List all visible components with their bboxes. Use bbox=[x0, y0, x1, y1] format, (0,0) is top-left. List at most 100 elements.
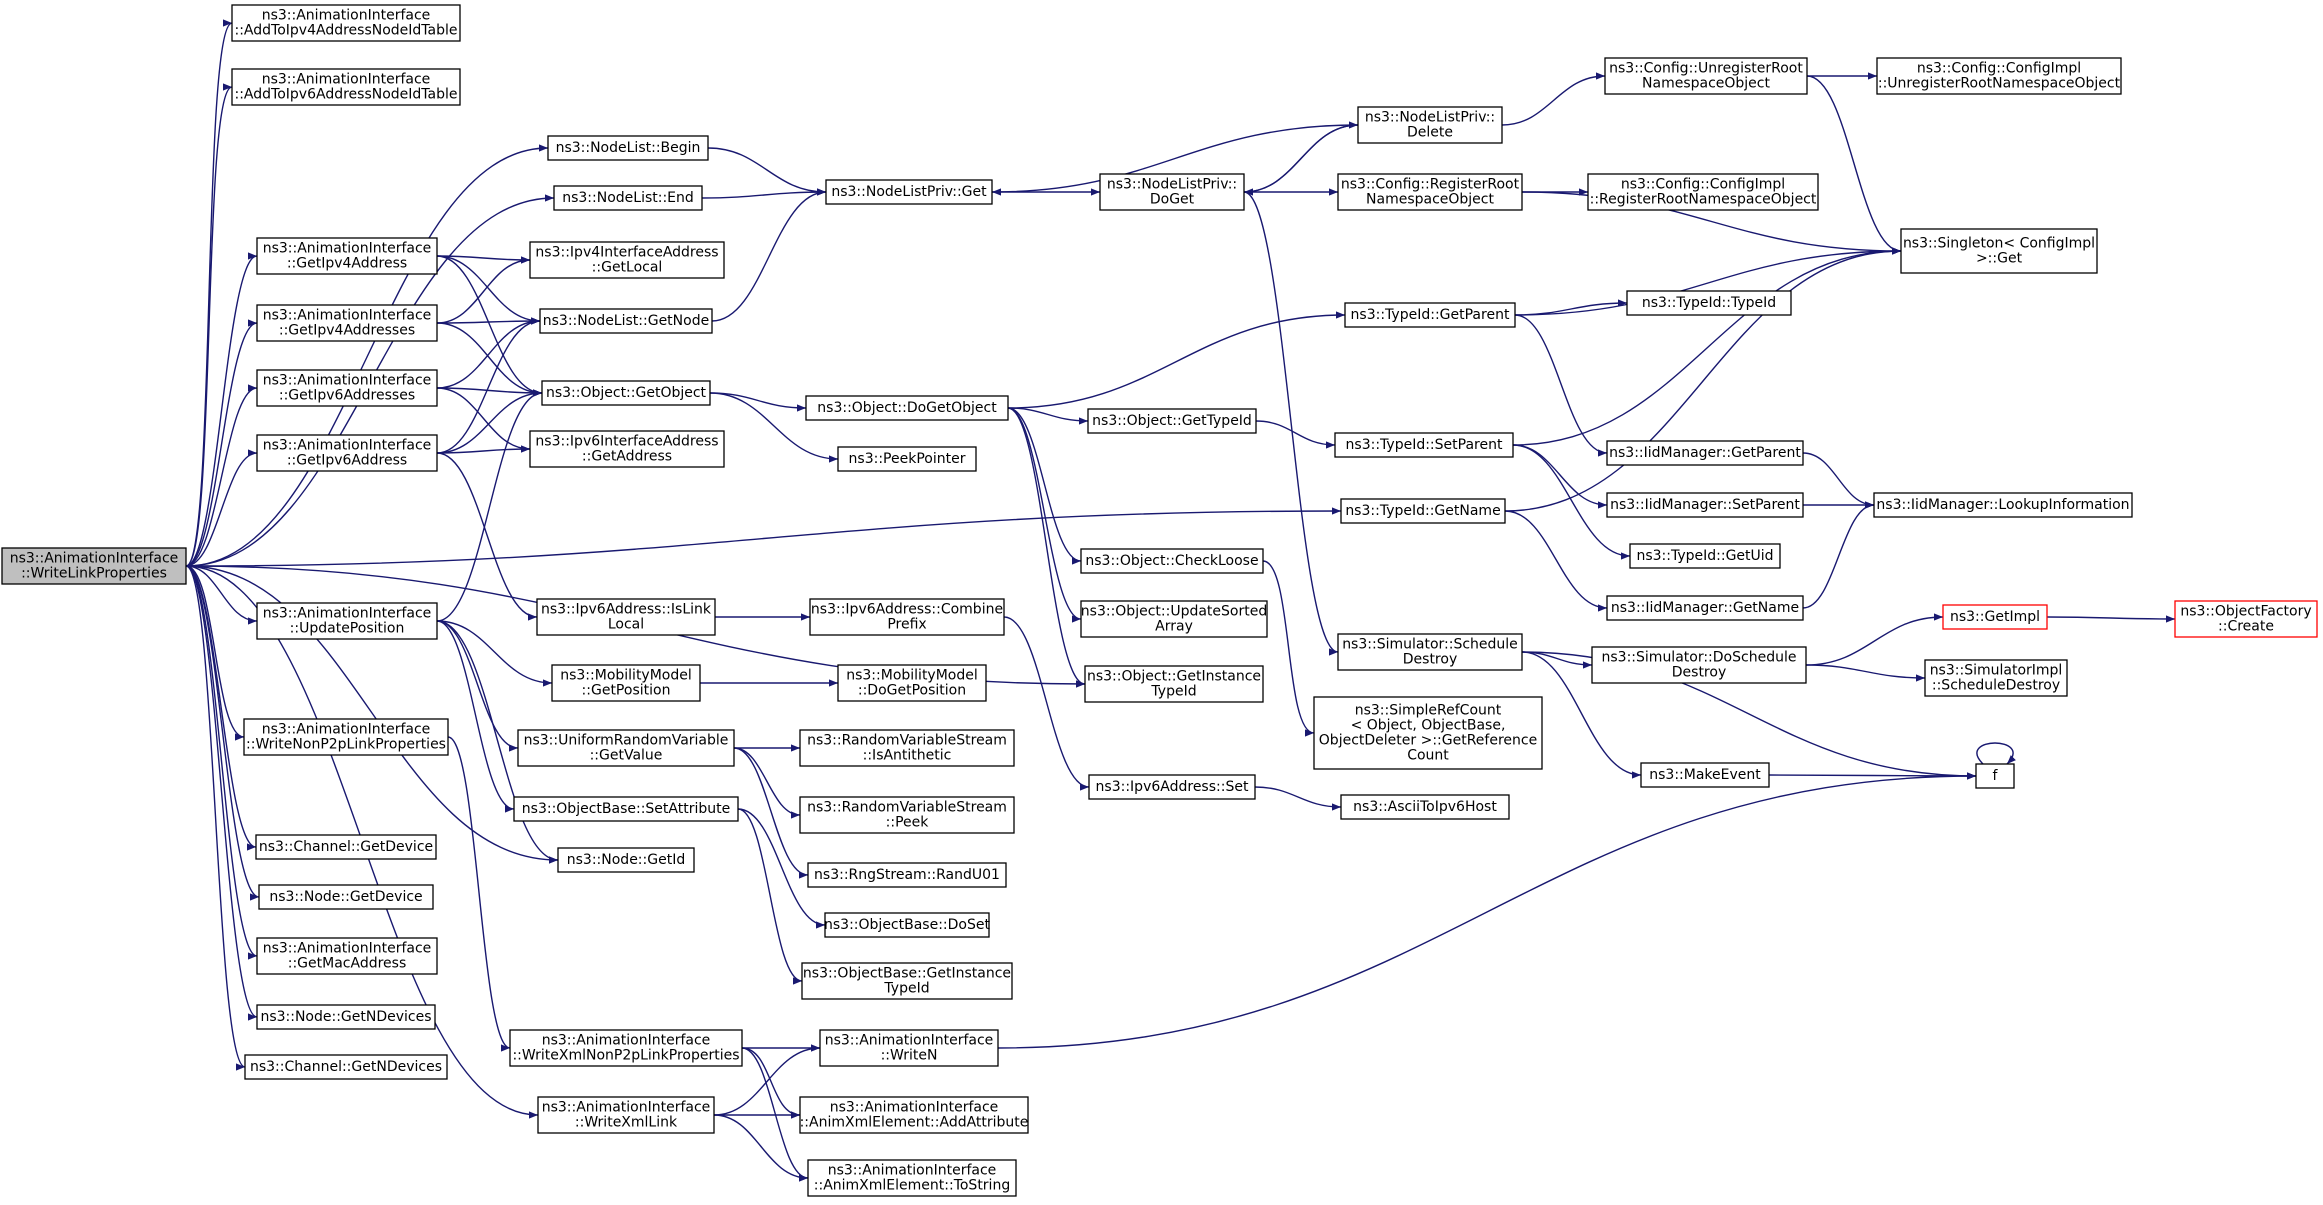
node-label: ::GetIpv6Addresses bbox=[279, 388, 415, 404]
node-sim-impl-sched[interactable]: ns3::SimulatorImpl::ScheduleDestroy bbox=[1924, 659, 2068, 697]
node-obj-get-type-id[interactable]: ns3::Object::GetTypeId bbox=[1087, 408, 1257, 434]
node-ch-get-device[interactable]: ns3::Channel::GetDevice bbox=[255, 834, 437, 860]
node-peek-pointer[interactable]: ns3::PeekPointer bbox=[837, 446, 977, 472]
node-iid-get-parent[interactable]: ns3::IidManager::GetParent bbox=[1606, 440, 1804, 466]
node-urv-get-value[interactable]: ns3::UniformRandomVariable::GetValue bbox=[517, 729, 735, 767]
node-add-v4-table[interactable]: ns3::AnimationInterface::AddToIpv4Addres… bbox=[231, 4, 461, 42]
node-box bbox=[801, 962, 1013, 1000]
node-add-v6-table[interactable]: ns3::AnimationInterface::AddToIpv6Addres… bbox=[231, 68, 461, 106]
node-nlp-delete[interactable]: ns3::NodeListPriv::Delete bbox=[1357, 106, 1503, 144]
node-iid-get-name[interactable]: ns3::IidManager::GetName bbox=[1606, 595, 1804, 621]
node-box bbox=[1088, 774, 1256, 800]
node-write-xml-link[interactable]: ns3::AnimationInterface::WriteXmlLink bbox=[537, 1096, 715, 1134]
node-iid-set-parent[interactable]: ns3::IidManager::SetParent bbox=[1606, 492, 1804, 518]
node-singleton-get[interactable]: ns3::Singleton< ConfigImpl>::Get bbox=[1900, 228, 2098, 274]
node-box bbox=[1313, 696, 1543, 770]
node-label: ns3::Channel::GetDevice bbox=[259, 839, 433, 855]
node-obj-factory-create[interactable]: ns3::ObjectFactory::Create bbox=[2174, 600, 2318, 638]
node-ch-get-ndev[interactable]: ns3::Channel::GetNDevices bbox=[244, 1054, 448, 1080]
node-f[interactable]: f bbox=[1975, 763, 2015, 789]
node-label: ::GetIpv6Address bbox=[287, 453, 407, 469]
node-tid-get-parent[interactable]: ns3::TypeId::GetParent bbox=[1344, 302, 1516, 328]
node-label: Count bbox=[1407, 748, 1449, 764]
node-src-get-ref-count[interactable]: ns3::SimpleRefCount< Object, ObjectBase,… bbox=[1313, 696, 1543, 770]
node-ai-to-string[interactable]: ns3::AnimationInterface::AnimXmlElement:… bbox=[807, 1159, 1017, 1197]
node-get-mac[interactable]: ns3::AnimationInterface::GetMacAddress bbox=[256, 937, 438, 975]
node-label: ::GetValue bbox=[590, 748, 663, 764]
node-label: ns3::Object::DoGetObject bbox=[817, 400, 997, 416]
node-get-ipv4s[interactable]: ns3::AnimationInterface::GetIpv4Addresse… bbox=[256, 304, 438, 342]
node-ipv6-if-get-addr[interactable]: ns3::Ipv6InterfaceAddress::GetAddress bbox=[529, 430, 725, 468]
node-box bbox=[243, 718, 449, 756]
node-cfg-impl-unreg[interactable]: ns3::Config::ConfigImpl::UnregisterRootN… bbox=[1876, 57, 2122, 95]
node-label: >::Get bbox=[1976, 251, 2023, 267]
node-nl-begin[interactable]: ns3::NodeList::Begin bbox=[547, 135, 709, 161]
edge-get-ipv6-to-obj-get-object bbox=[436, 389, 543, 454]
node-nl-end[interactable]: ns3::NodeList::End bbox=[553, 185, 703, 211]
node-box bbox=[529, 241, 725, 279]
node-box bbox=[837, 664, 987, 702]
node-tid-get-uid[interactable]: ns3::TypeId::GetUid bbox=[1629, 543, 1781, 569]
node-tid-get-name[interactable]: ns3::TypeId::GetName bbox=[1340, 498, 1506, 524]
edge-get-ipv4-to-ipv4-if-get-local bbox=[436, 255, 531, 264]
node-node-get-device[interactable]: ns3::Node::GetDevice bbox=[258, 884, 434, 910]
node-cfg-reg-root[interactable]: ns3::Config::RegisterRootNamespaceObject bbox=[1337, 173, 1523, 211]
node-cfg-impl-reg[interactable]: ns3::Config::ConfigImpl::RegisterRootNam… bbox=[1587, 173, 1819, 211]
node-sim-sched-destroy[interactable]: ns3::Simulator::ScheduleDestroy bbox=[1337, 633, 1523, 671]
node-label: ::AnimXmlElement::ToString bbox=[814, 1178, 1010, 1194]
node-ascii-to-ipv6[interactable]: ns3::AsciiToIpv6Host bbox=[1340, 794, 1510, 820]
node-mm-get-pos[interactable]: ns3::MobilityModel::GetPosition bbox=[551, 664, 701, 702]
node-ipv6-set[interactable]: ns3::Ipv6Address::Set bbox=[1088, 774, 1256, 800]
edge-nl-get-node-to-nlp-get bbox=[711, 188, 827, 322]
node-tid-set-parent[interactable]: ns3::TypeId::SetParent bbox=[1334, 432, 1514, 458]
node-label: ::ScheduleDestroy bbox=[1932, 678, 2060, 694]
node-ipv4-if-get-local[interactable]: ns3::Ipv4InterfaceAddress::GetLocal bbox=[529, 241, 725, 279]
node-root[interactable]: ns3::AnimationInterface::WriteLinkProper… bbox=[1, 547, 187, 585]
node-nl-get-node[interactable]: ns3::NodeList::GetNode bbox=[539, 308, 713, 334]
edge-nlp-delete-to-cfg-unreg-root bbox=[1501, 72, 1606, 126]
edge-obj-get-object-to-obj-do-get-object bbox=[709, 392, 807, 412]
node-update-pos[interactable]: ns3::AnimationInterface::UpdatePosition bbox=[256, 602, 438, 640]
node-rng-rand-u01[interactable]: ns3::RngStream::RandU01 bbox=[807, 862, 1007, 888]
node-nlp-get[interactable]: ns3::NodeListPriv::Get bbox=[825, 179, 993, 205]
node-mm-do-get-pos[interactable]: ns3::MobilityModel::DoGetPosition bbox=[837, 664, 987, 702]
node-nlp-do-get[interactable]: ns3::NodeListPriv::DoGet bbox=[1099, 173, 1245, 211]
node-rvs-is-antithetic[interactable]: ns3::RandomVariableStream::IsAntithetic bbox=[799, 729, 1015, 767]
node-label: ns3::Object::UpdateSorted bbox=[1081, 604, 1267, 620]
node-node-get-id[interactable]: ns3::Node::GetId bbox=[557, 847, 695, 873]
node-cfg-unreg-root[interactable]: ns3::Config::UnregisterRootNamespaceObje… bbox=[1604, 57, 1808, 95]
node-rvs-peek[interactable]: ns3::RandomVariableStream::Peek bbox=[799, 796, 1015, 834]
node-obj-do-get-object[interactable]: ns3::Object::DoGetObject bbox=[805, 395, 1009, 421]
node-label: Destroy bbox=[1403, 652, 1457, 668]
node-iid-lookup[interactable]: ns3::IidManager::LookupInformation bbox=[1873, 492, 2133, 518]
node-get-ipv6[interactable]: ns3::AnimationInterface::GetIpv6Address bbox=[256, 434, 438, 472]
node-write-non-p2p[interactable]: ns3::AnimationInterface::WriteNonP2pLink… bbox=[243, 718, 449, 756]
edge-update-pos-to-node-get-id bbox=[436, 620, 559, 864]
node-get-ipv4[interactable]: ns3::AnimationInterface::GetIpv4Address bbox=[256, 237, 438, 275]
node-obj-check-loose[interactable]: ns3::Object::CheckLoose bbox=[1080, 548, 1264, 574]
node-box bbox=[256, 304, 438, 342]
node-box bbox=[1337, 633, 1523, 671]
node-make-event[interactable]: ns3::MakeEvent bbox=[1640, 762, 1770, 788]
node-ai-write-n[interactable]: ns3::AnimationInterface::WriteN bbox=[819, 1029, 999, 1067]
node-get-ipv6s[interactable]: ns3::AnimationInterface::GetIpv6Addresse… bbox=[256, 369, 438, 407]
node-node-get-ndev[interactable]: ns3::Node::GetNDevices bbox=[256, 1004, 436, 1030]
node-get-impl[interactable]: ns3::GetImpl bbox=[1942, 604, 2048, 630]
node-label: ::UnregisterRootNamespaceObject bbox=[1878, 76, 2121, 92]
node-label: ns3::AnimationInterface bbox=[10, 551, 179, 567]
edge-urv-get-value-to-rvs-peek bbox=[733, 747, 801, 819]
node-tid-type-id[interactable]: ns3::TypeId::TypeId bbox=[1626, 290, 1792, 316]
node-label: ns3::Ipv6Address::IsLink bbox=[541, 602, 712, 618]
node-ai-add-attr[interactable]: ns3::AnimationInterface::AnimXmlElement:… bbox=[799, 1096, 1029, 1134]
node-obj-get-object[interactable]: ns3::Object::GetObject bbox=[541, 380, 711, 406]
node-box bbox=[1942, 604, 2048, 630]
node-write-xml-non-p2p[interactable]: ns3::AnimationInterface::WriteXmlNonP2pL… bbox=[509, 1029, 743, 1067]
node-ob-do-set[interactable]: ns3::ObjectBase::DoSet bbox=[824, 912, 990, 938]
node-ob-set-attr[interactable]: ns3::ObjectBase::SetAttribute bbox=[513, 796, 739, 822]
